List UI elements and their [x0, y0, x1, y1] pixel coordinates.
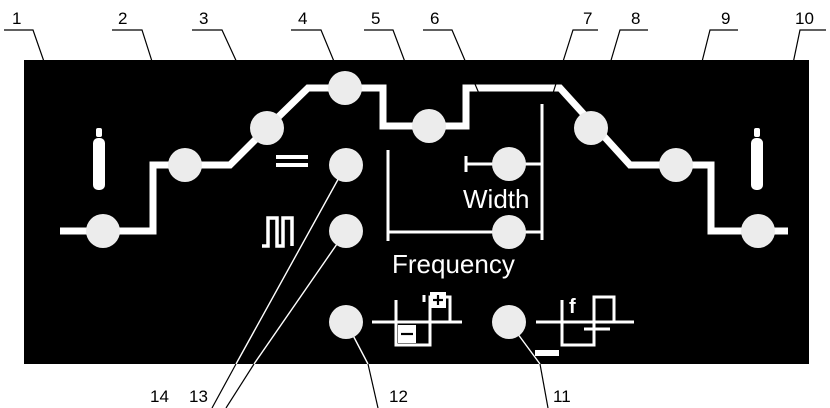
ac-frequency-icon [535, 295, 634, 356]
led-10-post-gas [741, 214, 775, 248]
led-2-start-current [168, 148, 202, 182]
callout-4: 4 [298, 9, 307, 28]
gas-cylinder-icon [93, 128, 105, 190]
leader-lines-top [4, 29, 826, 233]
gas-cylinder-icon [751, 128, 763, 190]
led-6-pulse-width [492, 147, 526, 181]
callout-9: 9 [721, 9, 730, 28]
callout-3: 3 [199, 9, 208, 28]
led-14-dc-mode [329, 148, 363, 182]
led-indicators [86, 71, 775, 339]
frequency-label: Frequency [392, 249, 515, 279]
callout-numbers: 1 2 3 4 5 6 7 8 9 10 11 12 13 14 [12, 9, 814, 406]
led-9-end-current [659, 148, 693, 182]
callout-10: 10 [795, 9, 814, 28]
leader-lines-bottom [211, 164, 549, 408]
callout-14: 14 [150, 387, 169, 406]
led-3-upslope [250, 111, 284, 145]
callout-11: 11 [553, 387, 571, 406]
callout-6: 6 [430, 9, 439, 28]
callout-2: 2 [118, 9, 127, 28]
callout-5: 5 [371, 9, 380, 28]
ac-balance-icon [372, 292, 462, 347]
led-7-pulse-frequency [492, 215, 526, 249]
dc-current-icon [276, 155, 308, 167]
callout-12: 12 [389, 387, 408, 406]
pulse-wave-icon [262, 216, 294, 248]
led-11-ac-frequency [492, 305, 526, 339]
callout-1: 1 [12, 9, 21, 28]
led-5-base-current [412, 109, 446, 143]
led-8-downslope [574, 111, 608, 145]
pulse-f-label: f [569, 296, 576, 318]
led-12-ac-balance [329, 305, 363, 339]
width-label: Width [463, 184, 529, 214]
callout-7: 7 [583, 9, 592, 28]
callout-8: 8 [631, 9, 640, 28]
led-1-pre-gas [86, 214, 120, 248]
led-13-pulse-mode [329, 214, 363, 248]
callout-13: 13 [189, 387, 208, 406]
led-4-welding-current [328, 71, 362, 105]
